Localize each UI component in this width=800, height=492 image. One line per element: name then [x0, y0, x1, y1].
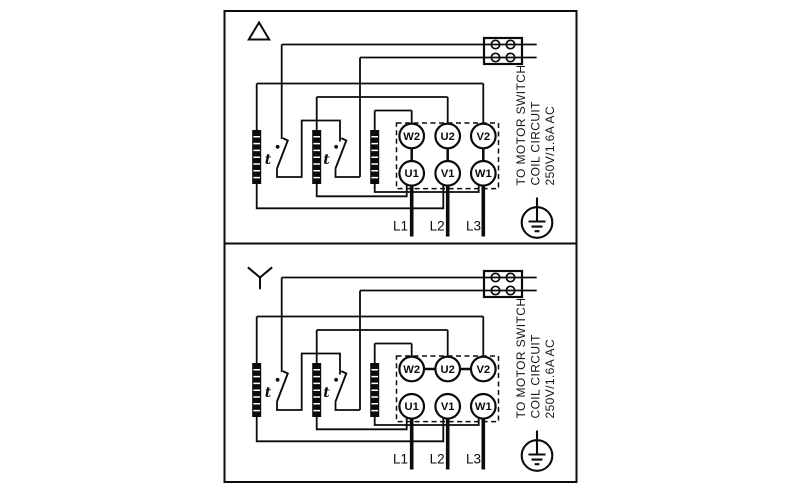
terminal-label-v1: V1 — [441, 401, 455, 413]
thermal-switch-label: t — [265, 385, 272, 401]
terminal-label-w2: W2 — [403, 364, 420, 376]
line-label-l1: L1 — [393, 219, 408, 234]
terminal-label-v2: V2 — [476, 364, 490, 376]
line-label-l2: L2 — [430, 452, 445, 467]
terminal-label-u1: U1 — [405, 401, 419, 413]
terminal-label-w2: W2 — [403, 131, 420, 143]
svg-text:COIL CIRCUIT: COIL CIRCUIT — [529, 101, 543, 186]
svg-text:COIL CIRCUIT: COIL CIRCUIT — [529, 334, 543, 419]
star-panel-wiring — [250, 269, 555, 473]
line-label-l3: L3 — [466, 452, 481, 467]
terminal-label-v1: V1 — [441, 168, 455, 180]
terminal-label-u1: U1 — [405, 168, 419, 180]
svg-text:250V/1.6A AC: 250V/1.6A AC — [543, 106, 557, 186]
terminal-label-w1: W1 — [475, 401, 492, 413]
terminal-label-v2: V2 — [476, 131, 490, 143]
side-note: TO MOTOR SWITCH COIL CIRCUIT 250V/1.6A A… — [514, 65, 557, 186]
line-label-l1: L1 — [393, 452, 408, 467]
line-label-l3: L3 — [466, 219, 481, 234]
svg-text:TO MOTOR SWITCH: TO MOTOR SWITCH — [514, 65, 528, 186]
thermal-switch-label: t — [323, 152, 330, 168]
terminal-label-u2: U2 — [441, 131, 455, 143]
svg-text:250V/1.6A AC: 250V/1.6A AC — [543, 339, 557, 419]
thermal-switch-label: t — [323, 385, 330, 401]
line-label-l2: L2 — [430, 219, 445, 234]
delta-terminal-bridges — [410, 148, 485, 161]
thermal-switch-label: t — [265, 152, 272, 168]
delta-panel-wiring — [250, 36, 555, 240]
star-panel: t t W2 U2 V2 U1 V1 W1 L1 L2 L3 TO MOTOR … — [247, 266, 557, 473]
star-symbol-icon — [247, 266, 273, 290]
side-note: TO MOTOR SWITCH COIL CIRCUIT 250V/1.6A A… — [514, 298, 557, 419]
svg-text:TO MOTOR SWITCH: TO MOTOR SWITCH — [514, 298, 528, 419]
terminal-label-w1: W1 — [475, 168, 492, 180]
delta-symbol-icon — [247, 20, 271, 41]
diagram-frame — [223, 10, 578, 483]
delta-panel: t t W2 U2 V2 U1 V1 W1 L1 L2 L3 TO MOTOR … — [247, 20, 557, 240]
terminal-label-u2: U2 — [441, 364, 455, 376]
